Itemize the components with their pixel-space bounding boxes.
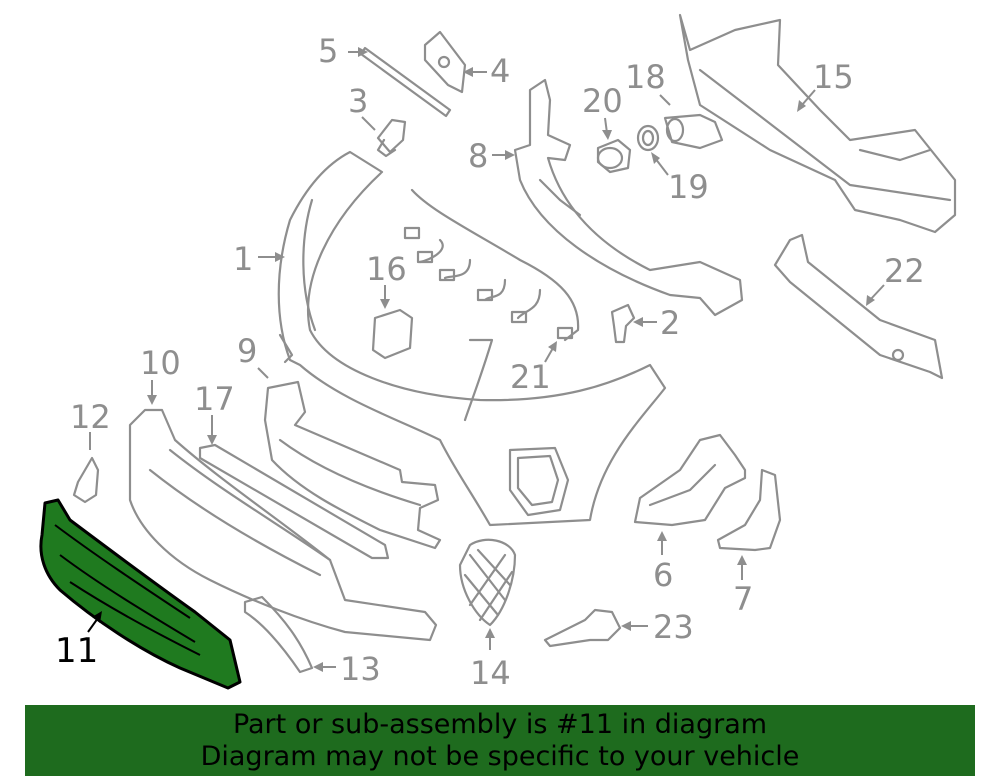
label-16: 16 <box>366 250 407 288</box>
part-23-sensor <box>543 608 648 648</box>
label-5: 5 <box>318 32 338 70</box>
part-1-bumper-cover <box>258 150 667 527</box>
part-14-fog-grille <box>458 538 517 650</box>
part-11-lower-grille <box>39 498 242 690</box>
part-12-cap <box>72 432 100 504</box>
label-10: 10 <box>140 344 181 382</box>
label-13: 13 <box>340 650 381 688</box>
info-banner: Part or sub-assembly is #11 in diagram D… <box>25 705 975 776</box>
part-16-module <box>371 285 414 360</box>
part-2-clip <box>610 303 657 344</box>
label-12: 12 <box>70 398 111 436</box>
label-20: 20 <box>582 82 623 120</box>
part-15-reinforcement <box>678 13 957 234</box>
label-18: 18 <box>625 58 666 96</box>
part-17-strip <box>198 415 390 560</box>
label-21: 21 <box>510 358 551 396</box>
label-11: 11 <box>55 631 98 671</box>
label-8: 8 <box>468 137 488 175</box>
label-9: 9 <box>237 332 257 370</box>
label-1: 1 <box>233 240 253 278</box>
label-15: 15 <box>813 58 854 96</box>
part-20-sensor <box>596 117 632 174</box>
part-21-harness <box>403 188 580 363</box>
part-6-bracket <box>633 433 747 555</box>
part-19-ring <box>636 124 669 176</box>
banner-line-2: Diagram may not be specific to your vehi… <box>200 740 800 772</box>
label-3: 3 <box>348 82 368 120</box>
label-7: 7 <box>733 580 753 618</box>
label-6: 6 <box>653 556 673 594</box>
part-5-rod <box>348 46 452 118</box>
label-2: 2 <box>660 304 680 342</box>
label-19: 19 <box>668 168 709 206</box>
label-14: 14 <box>470 654 511 692</box>
part-13-trim <box>243 595 336 674</box>
part-18-sensor <box>659 94 724 150</box>
part-3-screw <box>361 116 407 158</box>
label-4: 4 <box>490 52 510 90</box>
part-10-grille <box>128 380 438 642</box>
parts-diagram: 5 4 3 20 18 15 8 19 1 16 22 2 9 10 21 17… <box>39 13 957 692</box>
part-22-bar <box>773 233 944 380</box>
part-9-absorber <box>257 367 442 550</box>
part-4-clip <box>423 30 487 94</box>
label-23: 23 <box>653 608 694 646</box>
part-7-bracket <box>716 468 782 580</box>
part-8-bracket <box>492 78 744 317</box>
label-17: 17 <box>194 380 235 418</box>
label-22: 22 <box>884 252 925 290</box>
banner-line-1: Part or sub-assembly is #11 in diagram <box>232 708 768 740</box>
